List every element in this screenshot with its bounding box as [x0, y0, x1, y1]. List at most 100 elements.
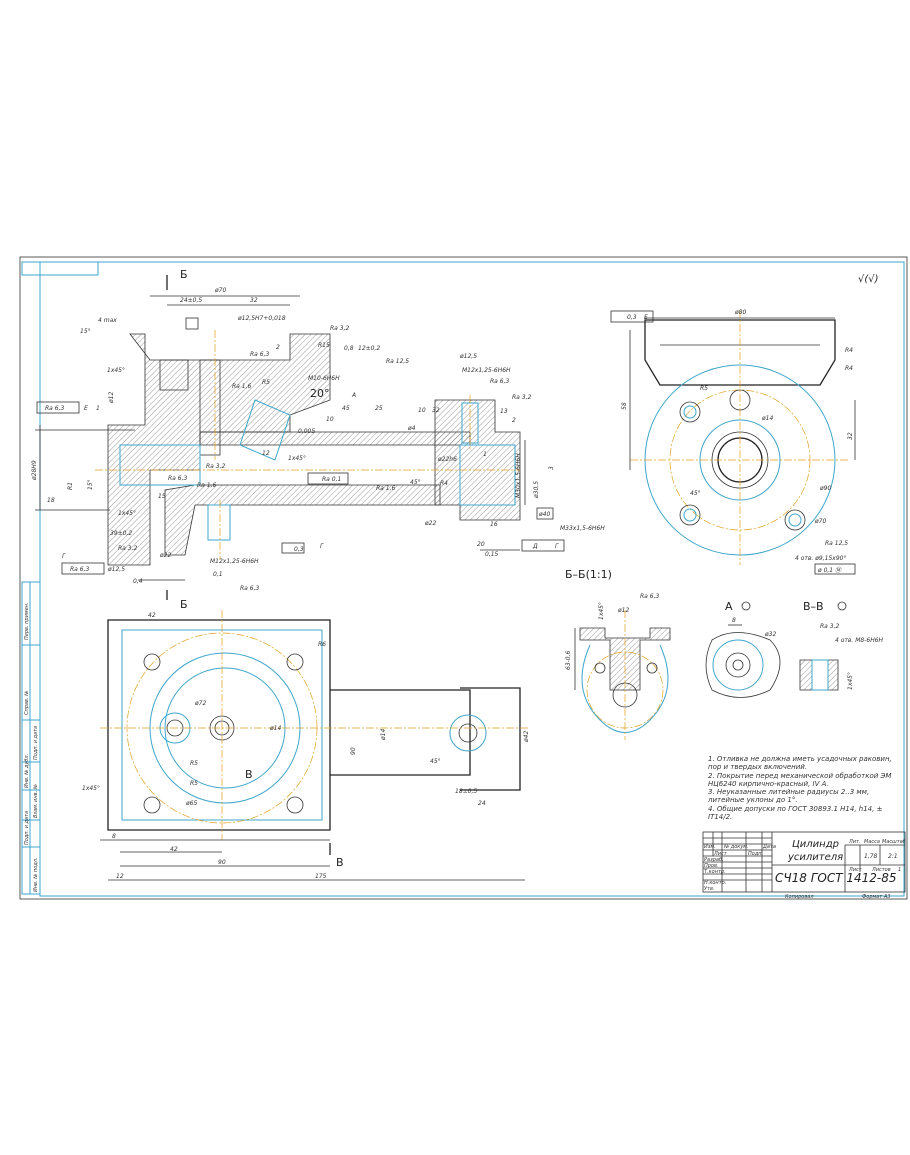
- drawing-label: 1x45°: [107, 367, 125, 374]
- drawing-label: M12x1,25-6H6H: [462, 367, 511, 374]
- view-a: А 8 ø32: [705, 600, 781, 698]
- drawing-label: 4 отв. M8-6H6H: [835, 637, 884, 644]
- note: 4. Общие допуски по ГОСТ 30893.1 H14, h1…: [708, 804, 883, 822]
- drawing-label: Формат А3: [862, 894, 890, 900]
- drawing-label: 12: [262, 450, 270, 457]
- side-view-dimensions: 0,3 Е ø80 R4 R4 R5 58 ø14 32 45° ø90 ø70…: [610, 309, 856, 575]
- drawing-label: ø30,5: [533, 481, 540, 499]
- drawing-label: 1: [898, 867, 901, 873]
- drawing-label: 12: [116, 873, 124, 880]
- drawing-label: Справ. №: [24, 691, 30, 715]
- drawing-label: 1: [96, 405, 100, 412]
- main-section-view: Б Б 20°: [35, 268, 526, 611]
- drawing-label: Ra 3,2: [118, 545, 137, 552]
- drawing-label: R4: [845, 365, 853, 372]
- drawing-label: В: [245, 768, 253, 781]
- drawing-label: 15: [158, 493, 166, 500]
- drawing-label: R4: [845, 347, 853, 354]
- drawing-label: 12±0,2: [358, 345, 380, 352]
- drawing-label: 2: [512, 417, 516, 424]
- drawing-label: 18: [47, 497, 55, 504]
- drawing-label: 1x45°: [847, 672, 854, 690]
- drawing-label: ø12: [108, 392, 115, 404]
- drawing-label: ø32: [764, 631, 776, 638]
- drawing-label: 13: [500, 408, 508, 415]
- drawing-label: Ra 3,2: [512, 394, 531, 401]
- drawing-label: M10-6H6H: [308, 375, 340, 382]
- drawing-label: Листов: [871, 867, 891, 873]
- drawing-label: Инв. № подл.: [33, 858, 39, 893]
- drawing-label: 42: [148, 612, 156, 619]
- drawing-label: Пров.: [704, 863, 719, 869]
- drawing-label: 8: [112, 833, 116, 840]
- drawing-label: M12x1,25-6H6H: [210, 558, 259, 565]
- drawing-label: Ra 6,3: [45, 405, 64, 412]
- drawing-label: 90: [218, 859, 226, 866]
- drawing-label: 0,4: [133, 578, 143, 585]
- drawing-label: ø70: [214, 287, 226, 294]
- plan-view: [100, 610, 530, 881]
- drawing-label: Ra 6,3: [240, 585, 259, 592]
- drawing-label: 1x45°: [118, 510, 136, 517]
- drawing-label: Лит.: [848, 839, 861, 845]
- drawing-label: 0,8: [344, 345, 354, 352]
- drawing-label: ø80: [734, 309, 746, 316]
- drawing-label: Лист: [848, 867, 863, 873]
- section-v-v: В–В Ra 3,2 4 отв. M8-6H6H 1x45°: [799, 600, 884, 691]
- drawing-label: Б: [180, 598, 188, 611]
- drawing-label: ø42: [523, 731, 530, 743]
- drawing-label: Т.контр.: [704, 869, 726, 875]
- drawing-label: 45°: [410, 479, 421, 486]
- drawing-label: R6: [318, 641, 326, 648]
- drawing-label: 8: [732, 617, 736, 624]
- side-view: [629, 310, 856, 565]
- drawing-label: Г: [320, 543, 324, 550]
- drawing-label: 20°: [310, 387, 330, 400]
- drawing-label: ø12,5H7+0,018: [237, 315, 286, 322]
- drawing-label: 0,3: [627, 314, 637, 321]
- drawing-label: 32: [847, 432, 854, 440]
- drawing-label: Лист: [713, 851, 728, 857]
- drawing-label: Подп. и дата: [24, 811, 30, 845]
- drawing-label: Ra 6,3: [168, 475, 187, 482]
- drawing-label: Взам. инв. №: [33, 784, 39, 818]
- drawing-label: ø12,5: [459, 353, 477, 360]
- drawing-label: R5: [190, 780, 198, 787]
- drawing-label: 45°: [690, 490, 701, 497]
- drawing-label: R1: [67, 482, 74, 490]
- rotation-icon: [837, 601, 847, 611]
- drawing-label: 4 max: [98, 317, 117, 324]
- drawing-label: 42: [170, 846, 178, 853]
- drawing-label: Утв.: [704, 886, 715, 892]
- drawing-label: Н.контр.: [704, 880, 726, 886]
- drawing-label: Ra 3,2: [330, 325, 349, 332]
- drawing-label: 15°: [87, 479, 94, 490]
- drawing-label: Г: [62, 553, 66, 560]
- drawing-label: 4 отв. ø9,15x90°: [795, 555, 846, 562]
- drawing-label: R4: [440, 480, 448, 487]
- note: 3. Неуказанные литейные радиусы 2..3 мм,…: [708, 788, 870, 805]
- inner-frame: [39, 261, 905, 897]
- drawing-label: Ra 0,1: [322, 476, 341, 483]
- drawing-label: 63-0,6: [565, 650, 572, 670]
- drawing-label: ø12,5: [107, 566, 125, 573]
- drawing-label: Ra 12,5: [825, 540, 848, 547]
- drawing-label: 0,3: [294, 546, 304, 553]
- drawing-label: Ra 6,3: [70, 566, 89, 573]
- technical-notes: 1. Отливка не должна иметь усадочных рак…: [708, 755, 900, 821]
- drawing-label: 3: [548, 466, 555, 470]
- drawing-label: ø 0,1 Ⓜ: [817, 566, 842, 574]
- drawing-label: Б: [180, 268, 188, 281]
- note: 1. Отливка не должна иметь усадочных рак…: [708, 755, 892, 772]
- roughness-symbol: √(√): [858, 274, 879, 285]
- outer-frame: [19, 256, 908, 900]
- drawing-label: 45: [342, 405, 350, 412]
- drawing-label: 39±0,2: [110, 530, 132, 537]
- drawing-label: 32: [250, 297, 258, 304]
- drawing-label: 45°: [430, 758, 441, 765]
- title-block: Изм. Лист № докум. Подп. Дата Разраб. Пр…: [702, 831, 906, 900]
- drawing-label: 58: [621, 402, 628, 410]
- drawing-label: 1x45°: [288, 455, 306, 462]
- drawing-label: 24±0,5: [180, 297, 202, 304]
